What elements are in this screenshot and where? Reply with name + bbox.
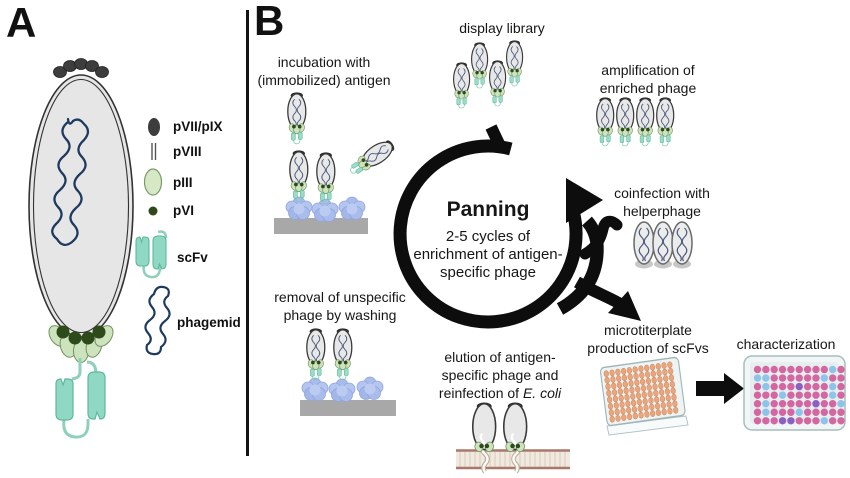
helperphage-group: [633, 221, 693, 270]
step-label-removal-2: phage by washing: [283, 307, 397, 323]
washing-graphic: [300, 327, 396, 416]
step-label-removal-1: removal of unspecific: [274, 289, 406, 305]
phage-structure-illustration: [28, 58, 171, 439]
legend-label-phagemid: phagemid: [177, 315, 241, 330]
panning-cycle-arrows: [393, 124, 641, 329]
pvii-pix-icon: [148, 118, 160, 136]
panel-a-label: A: [6, 0, 37, 46]
legend-label-pvii-pix: pVII/pIX: [173, 119, 223, 134]
phagemid-dna-loop: [51, 117, 90, 247]
pvii-pix-caps: [53, 58, 109, 78]
step-label-coinfection-2: helperphage: [623, 203, 701, 219]
panning-line3: specific phage: [440, 264, 536, 281]
step-label-elution-2: specific phage and: [441, 367, 559, 383]
step-label-microtiterplate-1: microtiterplate: [604, 322, 692, 338]
step-label-elution-1: elution of antigen-: [444, 349, 556, 365]
piii-pvi-cluster: [48, 325, 114, 363]
legend-label-pvi: pVI: [173, 203, 195, 218]
amplification-phages: [596, 96, 675, 147]
step-label-coinfection-1: coinfection with: [614, 185, 710, 201]
arrow-to-characterization: [696, 373, 744, 404]
step-label-amplification-1: amplification of: [601, 62, 695, 78]
step-label-display-library: display library: [459, 20, 545, 36]
step-label-microtiterplate-2: production of scFvs: [587, 340, 709, 356]
phagemid-icon: [144, 285, 171, 356]
step-label-incubation-1: incubation with: [277, 54, 371, 70]
panning-title: Panning: [446, 198, 530, 221]
panning-line2: enrichment of antigen-: [413, 246, 563, 263]
piii-icon: [143, 168, 163, 196]
incubation-graphic: [274, 91, 399, 234]
pvi-icon: [148, 206, 158, 216]
scfv-icon: [135, 230, 168, 279]
characterization-plate: [743, 355, 846, 431]
legend-label-scfv: scFv: [177, 250, 208, 265]
elution-graphic: [456, 401, 570, 474]
panning-line1: 2-5 cycles of: [445, 228, 531, 245]
panel-divider: [246, 10, 249, 456]
display-library-phages: [453, 39, 524, 109]
panel-b-label: B: [254, 0, 285, 44]
elution-ecoli-italic: E. coli: [522, 385, 562, 401]
legend-label-piii: pIII: [173, 175, 193, 190]
elution-line3-prefix: reinfection of: [438, 385, 523, 401]
pviii-icon: [151, 143, 157, 160]
displayed-scfv: [55, 358, 106, 439]
production-plate: [600, 356, 689, 436]
step-label-incubation-2: (immobilized) antigen: [257, 72, 391, 88]
step-label-amplification-2: enriched phage: [599, 80, 697, 96]
step-label-characterization: characterization: [736, 336, 836, 352]
legend-label-pviii: pVIII: [173, 144, 202, 159]
step-label-elution-3: reinfection of E. coli: [439, 384, 561, 402]
legend-icons: [135, 118, 171, 356]
